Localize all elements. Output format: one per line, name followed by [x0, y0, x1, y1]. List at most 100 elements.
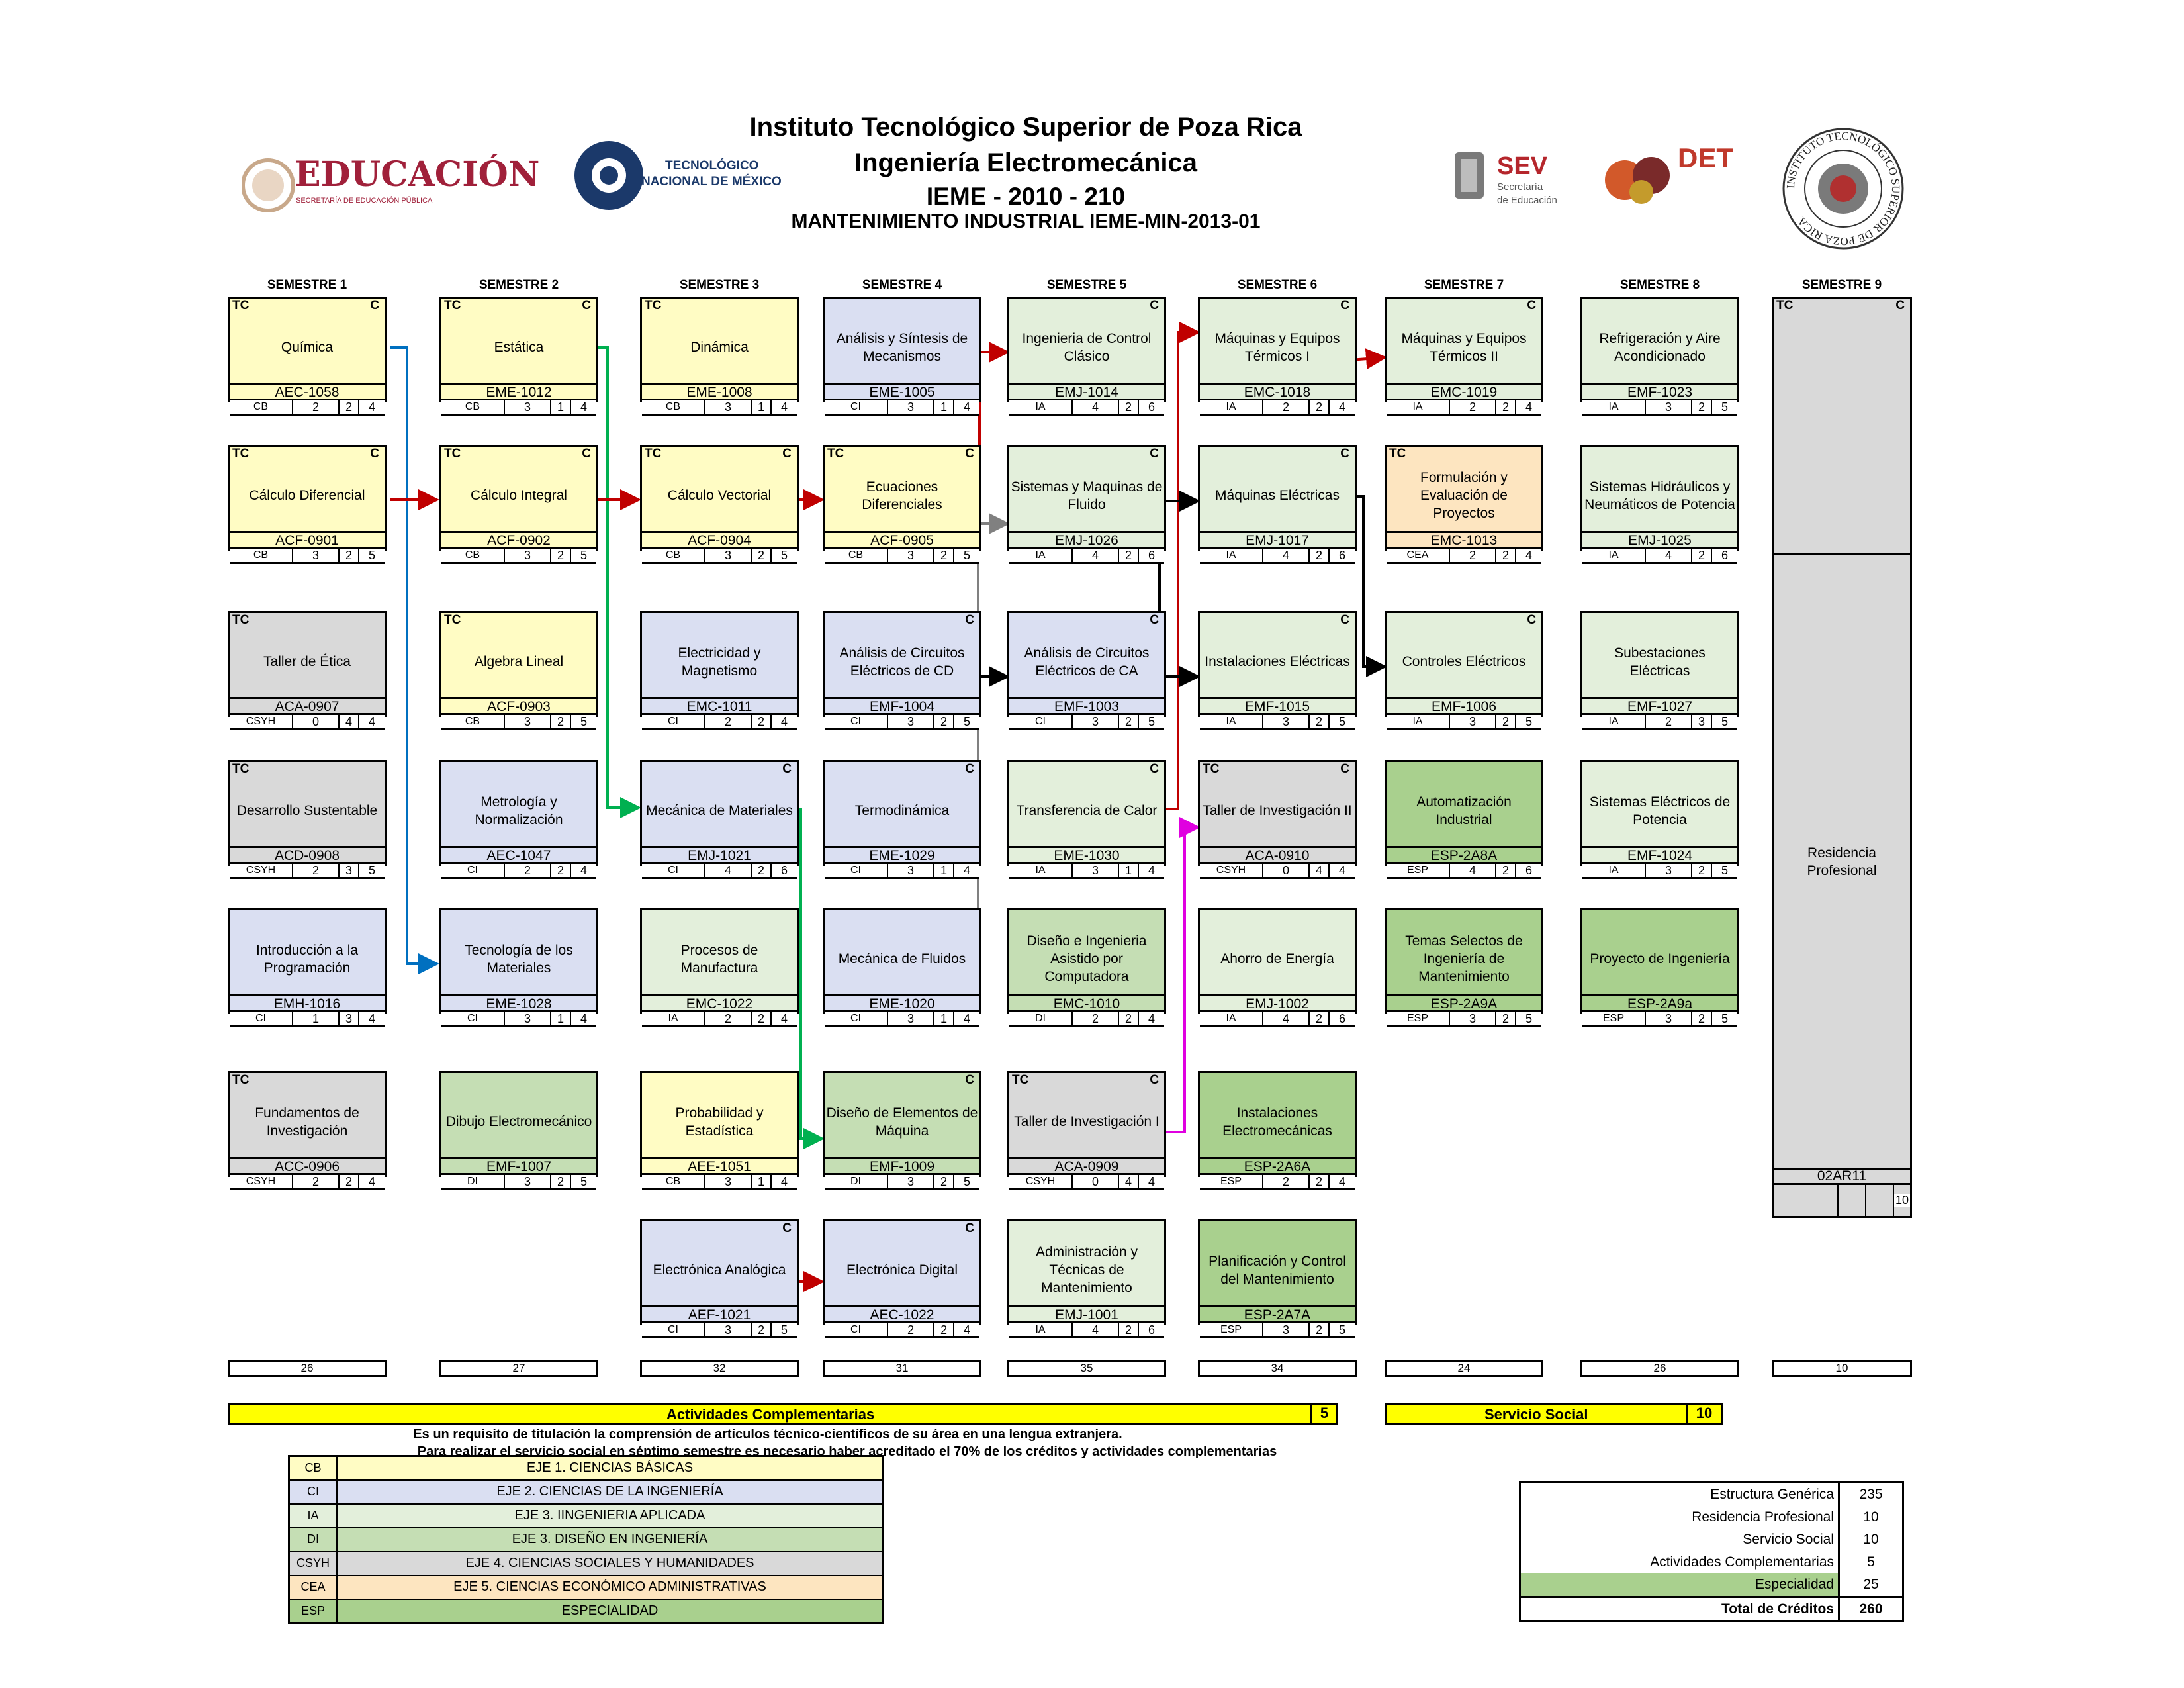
theory-hours: 3	[505, 549, 551, 562]
theory-hours: 4	[1073, 549, 1119, 562]
course-card[interactable]: Sistemas Hidráulicos y Neumáticos de Pot…	[1580, 445, 1739, 564]
course-card[interactable]: Temas Selectos de Ingeniería de Mantenim…	[1385, 908, 1543, 1027]
c-flag: C	[782, 1221, 792, 1235]
course-card[interactable]: Administración y Técnicas de Mantenimien…	[1007, 1219, 1166, 1338]
legend-abbr: CB	[290, 1457, 338, 1479]
area-key: CSYH	[1200, 864, 1263, 877]
legend-desc: EJE 4. CIENCIAS SOCIALES Y HUMANIDADES	[465, 1556, 754, 1570]
course-code: EMF-1023	[1582, 383, 1737, 400]
arrow-tallerinv1-tallerinv2	[1150, 817, 1201, 1133]
total-credits: 4	[1525, 549, 1532, 562]
area-key: ESP	[1200, 1175, 1263, 1188]
area-key: CSYH	[1009, 1175, 1073, 1188]
theory-hours: 2	[1073, 1012, 1119, 1025]
residencia-c: C	[1895, 299, 1905, 312]
course-flags: C	[1200, 299, 1355, 312]
theory-hours: 2	[705, 715, 752, 728]
course-code: AEE-1051	[642, 1157, 797, 1174]
course-flags	[1200, 1073, 1355, 1086]
area-key: IA	[1200, 1012, 1263, 1025]
institution-title: Instituto Tecnológico Superior de Poza R…	[749, 113, 1302, 142]
practice-hours: 4	[1310, 864, 1330, 877]
theory-hours: 4	[1073, 400, 1119, 414]
course-code: EME-1030	[1009, 846, 1164, 863]
eagle-seal-icon	[242, 158, 295, 212]
course-flags: C	[642, 1221, 797, 1235]
residencia-card[interactable]: TC C	[1772, 297, 1912, 555]
practice-hours: 2	[551, 1175, 571, 1188]
course-name: Automatización Industrial	[1416, 794, 1512, 827]
tc-flag: TC	[444, 299, 461, 312]
practice-hours: 4	[340, 715, 359, 728]
area-key: IA	[1200, 400, 1263, 414]
practice-hours: 2	[1310, 400, 1330, 414]
course-card[interactable]: Diseño e Ingenieria Asistido por Computa…	[1007, 908, 1166, 1027]
semester-header: SEMESTRE 6	[1237, 278, 1318, 292]
total-credits: 4	[780, 1012, 788, 1025]
tecnm-line1: TECNOLÓGICO	[665, 159, 759, 173]
c-flag: C	[1340, 613, 1349, 627]
semester-total: 26	[228, 1360, 387, 1377]
course-name: Sistemas y Maquinas de Fluido	[1011, 479, 1163, 512]
total-credits: 4	[963, 1012, 970, 1025]
itspr-seal-icon: INSTITUTO TECNOLÓGICO SUPERIOR DE POZA R…	[1782, 128, 1904, 250]
practice-hours: 1	[752, 1175, 772, 1188]
theory-hours: 3	[1450, 715, 1496, 728]
area-key: IA	[1009, 864, 1073, 877]
area-key: IA	[1009, 1323, 1073, 1336]
course-card[interactable]: Planificación y Control del Mantenimient…	[1198, 1219, 1357, 1338]
theory-hours: 3	[1646, 400, 1692, 414]
c-flag: C	[370, 299, 379, 312]
